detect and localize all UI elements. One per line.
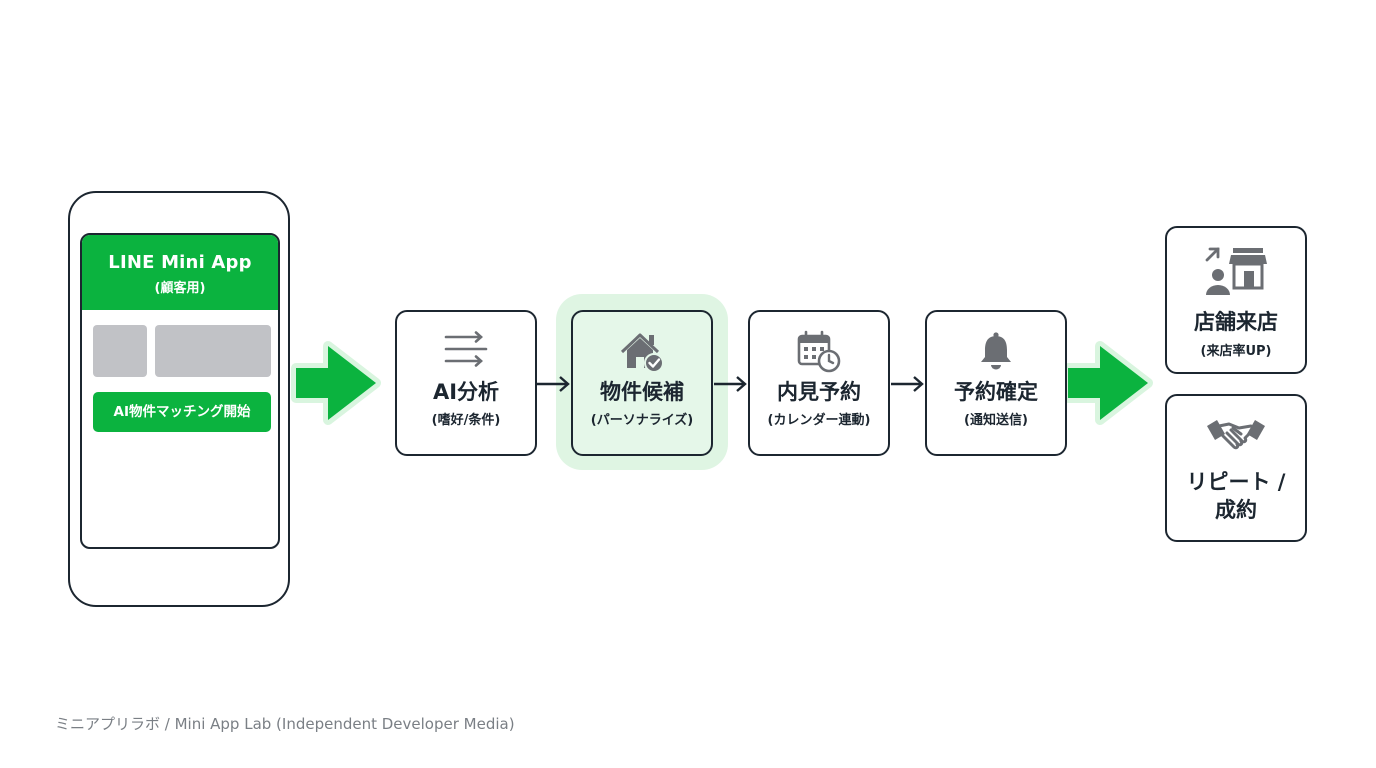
step-viewing-reservation: 内見予約 (カレンダー連動) <box>748 310 890 456</box>
step-title: 物件候補 <box>600 380 684 404</box>
calendar-clock-icon <box>797 330 841 373</box>
step-ai-analysis: AI分析 (嗜好/条件) <box>395 310 537 456</box>
house-check-icon <box>620 333 664 373</box>
arrow-right-icon <box>891 376 924 392</box>
footer-credit: ミニアプリラボ / Mini App Lab (Independent Deve… <box>55 715 515 733</box>
handshake-icon <box>1207 420 1265 450</box>
big-arrow-icon <box>1063 341 1153 425</box>
step-subtitle: (カレンダー連動) <box>767 413 871 428</box>
result-store-visit: 店舗来店 (来店率UP) <box>1165 226 1307 374</box>
step-title: AI分析 <box>432 380 500 404</box>
result-title: 店舗来店 <box>1194 310 1278 334</box>
result-title: リピート / 成約 <box>1167 468 1305 524</box>
mini-app-title: LINE Mini App <box>108 252 252 273</box>
phone-screen: LINE Mini App (顧客用) AI物件マッチング開始 <box>80 233 280 549</box>
step-reservation-confirmed: 予約確定 (通知送信) <box>925 310 1067 456</box>
result-subtitle: (来店率UP) <box>1200 344 1272 359</box>
start-matching-button[interactable]: AI物件マッチング開始 <box>93 392 271 432</box>
step-subtitle: (嗜好/条件) <box>431 413 501 428</box>
placeholder-thumbnail <box>93 325 147 377</box>
result-title-line2: 成約 <box>1215 498 1257 522</box>
result-title-line1: リピート / <box>1186 470 1286 494</box>
mini-app-subtitle: (顧客用) <box>154 281 206 296</box>
step-title: 内見予約 <box>777 380 861 404</box>
big-arrow-icon <box>291 341 381 425</box>
store-visit-icon <box>1205 247 1267 295</box>
sliders-icon <box>444 331 488 367</box>
step-subtitle: (パーソナライズ) <box>590 413 694 428</box>
step-property-candidates: 物件候補 (パーソナライズ) <box>571 310 713 456</box>
step-title: 予約確定 <box>954 380 1038 404</box>
arrow-right-icon <box>714 376 747 392</box>
arrow-right-icon <box>537 376 570 392</box>
placeholder-banner <box>155 325 271 377</box>
result-repeat-contract: リピート / 成約 <box>1165 394 1307 542</box>
mini-app-header: LINE Mini App (顧客用) <box>82 235 278 310</box>
step-subtitle: (通知送信) <box>964 413 1028 428</box>
bell-icon <box>981 332 1011 370</box>
